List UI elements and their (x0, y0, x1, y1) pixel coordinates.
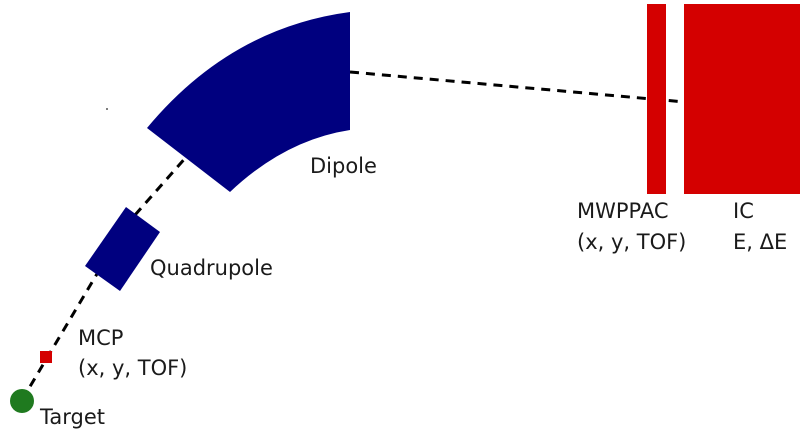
quadrupole-label: Quadrupole (150, 256, 273, 280)
dipole-magnet (147, 12, 350, 192)
beamline-dipole-ic (349, 70, 686, 104)
mcp-measurement-label: (x, y, TOF) (78, 356, 188, 380)
mwppac-detector (647, 4, 666, 194)
mwppac-label: MWPPAC (577, 199, 669, 223)
dipole-label: Dipole (310, 154, 377, 178)
mcp-detector (40, 351, 52, 363)
mwppac-measurement-label: (x, y, TOF) (577, 230, 687, 254)
mcp-label: MCP (78, 326, 124, 350)
stray-dot (106, 108, 108, 110)
target-disc (10, 389, 34, 413)
target-label: Target (40, 405, 105, 429)
quadrupole-magnet (85, 207, 160, 291)
ic-measurement-label: E, ΔE (733, 230, 788, 254)
beamline-target-quadrupole (20, 251, 112, 401)
ic-detector (684, 4, 800, 194)
beamline-quadrupole-dipole (133, 154, 190, 216)
ic-label: IC (733, 199, 754, 223)
